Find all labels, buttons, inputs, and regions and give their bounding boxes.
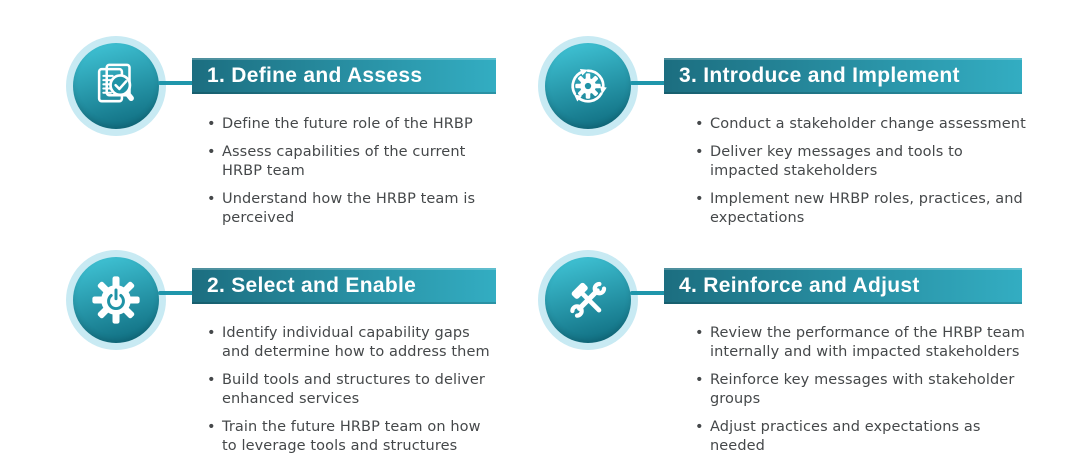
step-3-badge — [538, 36, 638, 136]
hammer-wrench-icon — [570, 281, 607, 318]
bullet-item: Conduct a stakeholder change assessment — [694, 115, 1066, 134]
bullet-item: Define the future role of the HRBP — [206, 115, 536, 134]
step-3-title-banner: 3. Introduce and Implement — [664, 58, 1022, 94]
step-1-title: 1. Define and Assess — [207, 64, 423, 87]
step-1-title-banner: 1. Define and Assess — [192, 58, 496, 94]
bullet-item: Understand how the HRBP team is perceive… — [206, 190, 536, 228]
step-4-connector-line — [630, 291, 666, 295]
step-2-title-banner: 2. Select and Enable — [192, 268, 496, 304]
step-4-bullets: Review the performance of the HRBP team … — [694, 324, 1066, 465]
step-4-badge — [538, 250, 638, 350]
step-3-title: 3. Introduce and Implement — [679, 64, 960, 87]
bullet-item: Assess capabilities of the current HRBP … — [206, 143, 536, 181]
step-2-bullets: Identify individual capability gaps and … — [206, 324, 536, 465]
gear-cycle-arrows-icon — [571, 68, 607, 103]
step-4-title: 4. Reinforce and Adjust — [679, 274, 920, 297]
step-2-badge-core — [73, 257, 159, 343]
bullet-item: Adjust practices and expectations as nee… — [694, 418, 1066, 456]
step-1-bullets: Define the future role of the HRBP Asses… — [206, 115, 536, 237]
step-1-badge — [66, 36, 166, 136]
bullet-item: Implement new HRBP roles, practices, and… — [694, 190, 1066, 228]
bullet-item: Deliver key messages and tools to impact… — [694, 143, 1066, 181]
step-1-connector-line — [158, 81, 194, 85]
bullet-item: Train the future HRBP team on how to lev… — [206, 418, 536, 456]
step-2-badge — [66, 250, 166, 350]
document-review-magnifier-icon — [97, 63, 134, 103]
bullet-item: Build tools and structures to deliver en… — [206, 371, 536, 409]
step-2-connector-line — [158, 291, 194, 295]
step-3-badge-core — [545, 43, 631, 129]
gear-power-icon — [92, 276, 140, 324]
step-3-bullets: Conduct a stakeholder change assessment … — [694, 115, 1066, 237]
step-4-title-banner: 4. Reinforce and Adjust — [664, 268, 1022, 304]
step-2-title: 2. Select and Enable — [207, 274, 417, 297]
step-3-connector-line — [630, 81, 666, 85]
bullet-item: Identify individual capability gaps and … — [206, 324, 536, 362]
bullet-item: Review the performance of the HRBP team … — [694, 324, 1066, 362]
bullet-item: Reinforce key messages with stakeholder … — [694, 371, 1066, 409]
step-1-badge-core — [73, 43, 159, 129]
step-4-badge-core — [545, 257, 631, 343]
